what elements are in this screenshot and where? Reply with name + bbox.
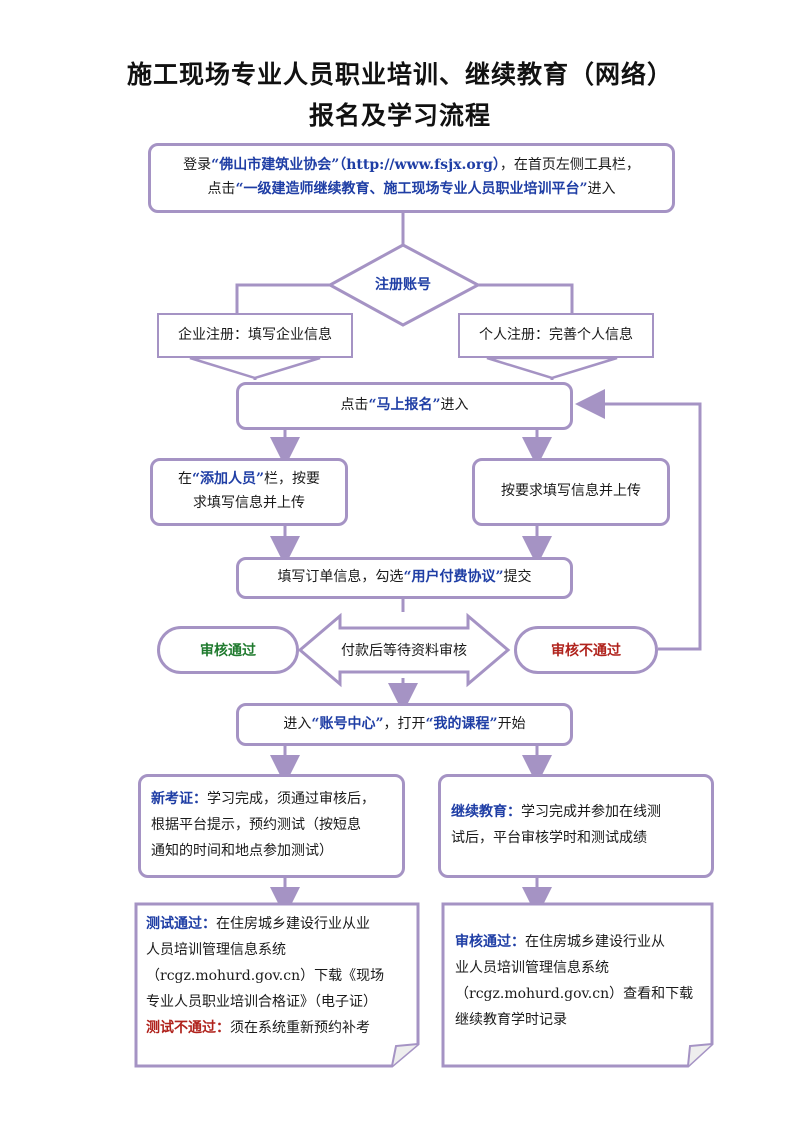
test-result-note: 测试通过：在住房城乡建设行业从业 人员培训管理信息系统 （rcgz.mohurd…	[146, 912, 414, 1041]
new-cert-line-3: 通知的时间和地点参加测试）	[151, 842, 333, 859]
review-pass-line-4: 继续教育学时记录	[455, 1011, 567, 1028]
test-result-line-4: 专业人员职业培训合格证》（电子证）	[146, 993, 377, 1010]
personal-register-label: 个人注册：完善个人信息	[479, 326, 633, 343]
signup-button[interactable]: “马上报名”	[368, 397, 441, 414]
review-fail-label: 审核不通过	[551, 643, 621, 659]
step-login-box: 登录“佛山市建筑业协会”（http://www.fsjx.org），在首页左侧工…	[148, 143, 675, 213]
fill-info-label: 按要求填写信息并上传	[501, 483, 641, 500]
account-text-3: 开始	[497, 715, 526, 732]
new-cert-line-1: 学习完成，须通过审核后，	[207, 791, 375, 808]
register-diamond	[326, 243, 482, 327]
test-result-line-1: 在住房城乡建设行业从业	[216, 916, 370, 932]
test-result-line-2: 人员培训管理信息系统	[146, 941, 286, 958]
personal-register-box[interactable]: 个人注册：完善个人信息	[458, 313, 654, 358]
new-cert-box: 新考证：学习完成，须通过审核后， 根据平台提示，预约测试（按短息 通知的时间和地…	[138, 774, 405, 878]
review-wait-label: 付款后等待资料审核	[341, 643, 467, 659]
step1-text-4: 进入	[587, 181, 616, 197]
step1-text-2: ，在首页左侧工具栏，	[499, 157, 640, 174]
review-pass-line-1: 在住房城乡建设行业从	[525, 934, 665, 950]
account-text-1: 进入	[283, 715, 312, 732]
order-text-1: 填写订单信息，勾选	[277, 569, 404, 586]
step1-site-link[interactable]: “佛山市建筑业协会”（http://www.fsjx.org）	[211, 157, 500, 174]
signup-text-2: 进入	[440, 397, 469, 414]
step1-text-3: 点击	[207, 181, 236, 197]
step1-platform-link[interactable]: “一级建造师继续教育、施工现场专业人员职业培训平台”	[235, 181, 588, 197]
payment-agreement-link[interactable]: “用户付费协议”	[403, 569, 504, 586]
test-result-line-3: （rcgz.mohurd.gov.cn）下载《现场	[146, 967, 385, 984]
title-line-1: 施工现场专业人员职业培训、继续教育（网络）	[126, 60, 673, 89]
fill-info-box: 按要求填写信息并上传	[472, 458, 670, 526]
review-fail-oval: 审核不通过	[514, 626, 658, 674]
review-pass-label: 审核通过	[200, 643, 256, 659]
account-center-link[interactable]: “账号中心”	[311, 715, 384, 732]
continue-edu-box: 继续教育：学习完成并参加在线测 试后，平台审核学时和测试成绩	[438, 774, 714, 878]
account-center-box: 进入“账号中心”，打开“我的课程”开始	[236, 703, 573, 746]
add-person-box: 在“添加人员”栏，按要 求填写信息并上传	[150, 458, 348, 526]
new-cert-line-2: 根据平台提示，预约测试（按短息	[151, 817, 361, 834]
order-box: 填写订单信息，勾选“用户付费协议”提交	[236, 557, 573, 599]
continue-edu-line-2: 试后，平台审核学时和测试成绩	[451, 830, 647, 846]
step1-text-1: 登录	[183, 157, 212, 174]
test-result-line-5: 须在系统重新预约补考	[230, 1019, 370, 1036]
review-pass-line-2: 业人员培训管理信息系统	[455, 959, 609, 976]
my-courses-link[interactable]: “我的课程”	[425, 715, 498, 732]
company-register-label: 企业注册：填写企业信息	[178, 326, 332, 343]
continue-edu-line-1: 学习完成并参加在线测	[521, 804, 661, 821]
add-person-text-3: 求填写信息并上传	[193, 495, 305, 511]
review-pass-note-label: 审核通过：	[455, 934, 525, 950]
test-pass-label: 测试通过：	[146, 916, 216, 932]
review-double-arrow	[297, 612, 511, 688]
add-person-text-1: 在	[177, 471, 192, 488]
review-pass-note: 审核通过：在住房城乡建设行业从 业人员培训管理信息系统 （rcgz.mohurd…	[455, 930, 710, 1034]
signup-box: 点击“马上报名”进入	[236, 382, 573, 430]
signup-text-1: 点击	[340, 397, 369, 414]
add-person-link[interactable]: “添加人员”	[191, 471, 265, 488]
new-cert-label: 新考证：	[151, 791, 207, 808]
company-register-box[interactable]: 企业注册：填写企业信息	[157, 313, 353, 358]
continue-edu-label: 继续教育：	[451, 804, 521, 821]
test-fail-label: 测试不通过：	[146, 1019, 230, 1036]
register-account-label: 注册账号	[375, 277, 431, 293]
order-text-2: 提交	[503, 569, 532, 586]
account-text-2: ，打开	[383, 715, 426, 732]
title-line-2: 报名及学习流程	[308, 101, 491, 130]
review-pass-line-3: （rcgz.mohurd.gov.cn）查看和下载	[455, 985, 694, 1002]
review-pass-oval: 审核通过	[157, 626, 299, 674]
add-person-text-2: 栏，按要	[264, 471, 321, 488]
